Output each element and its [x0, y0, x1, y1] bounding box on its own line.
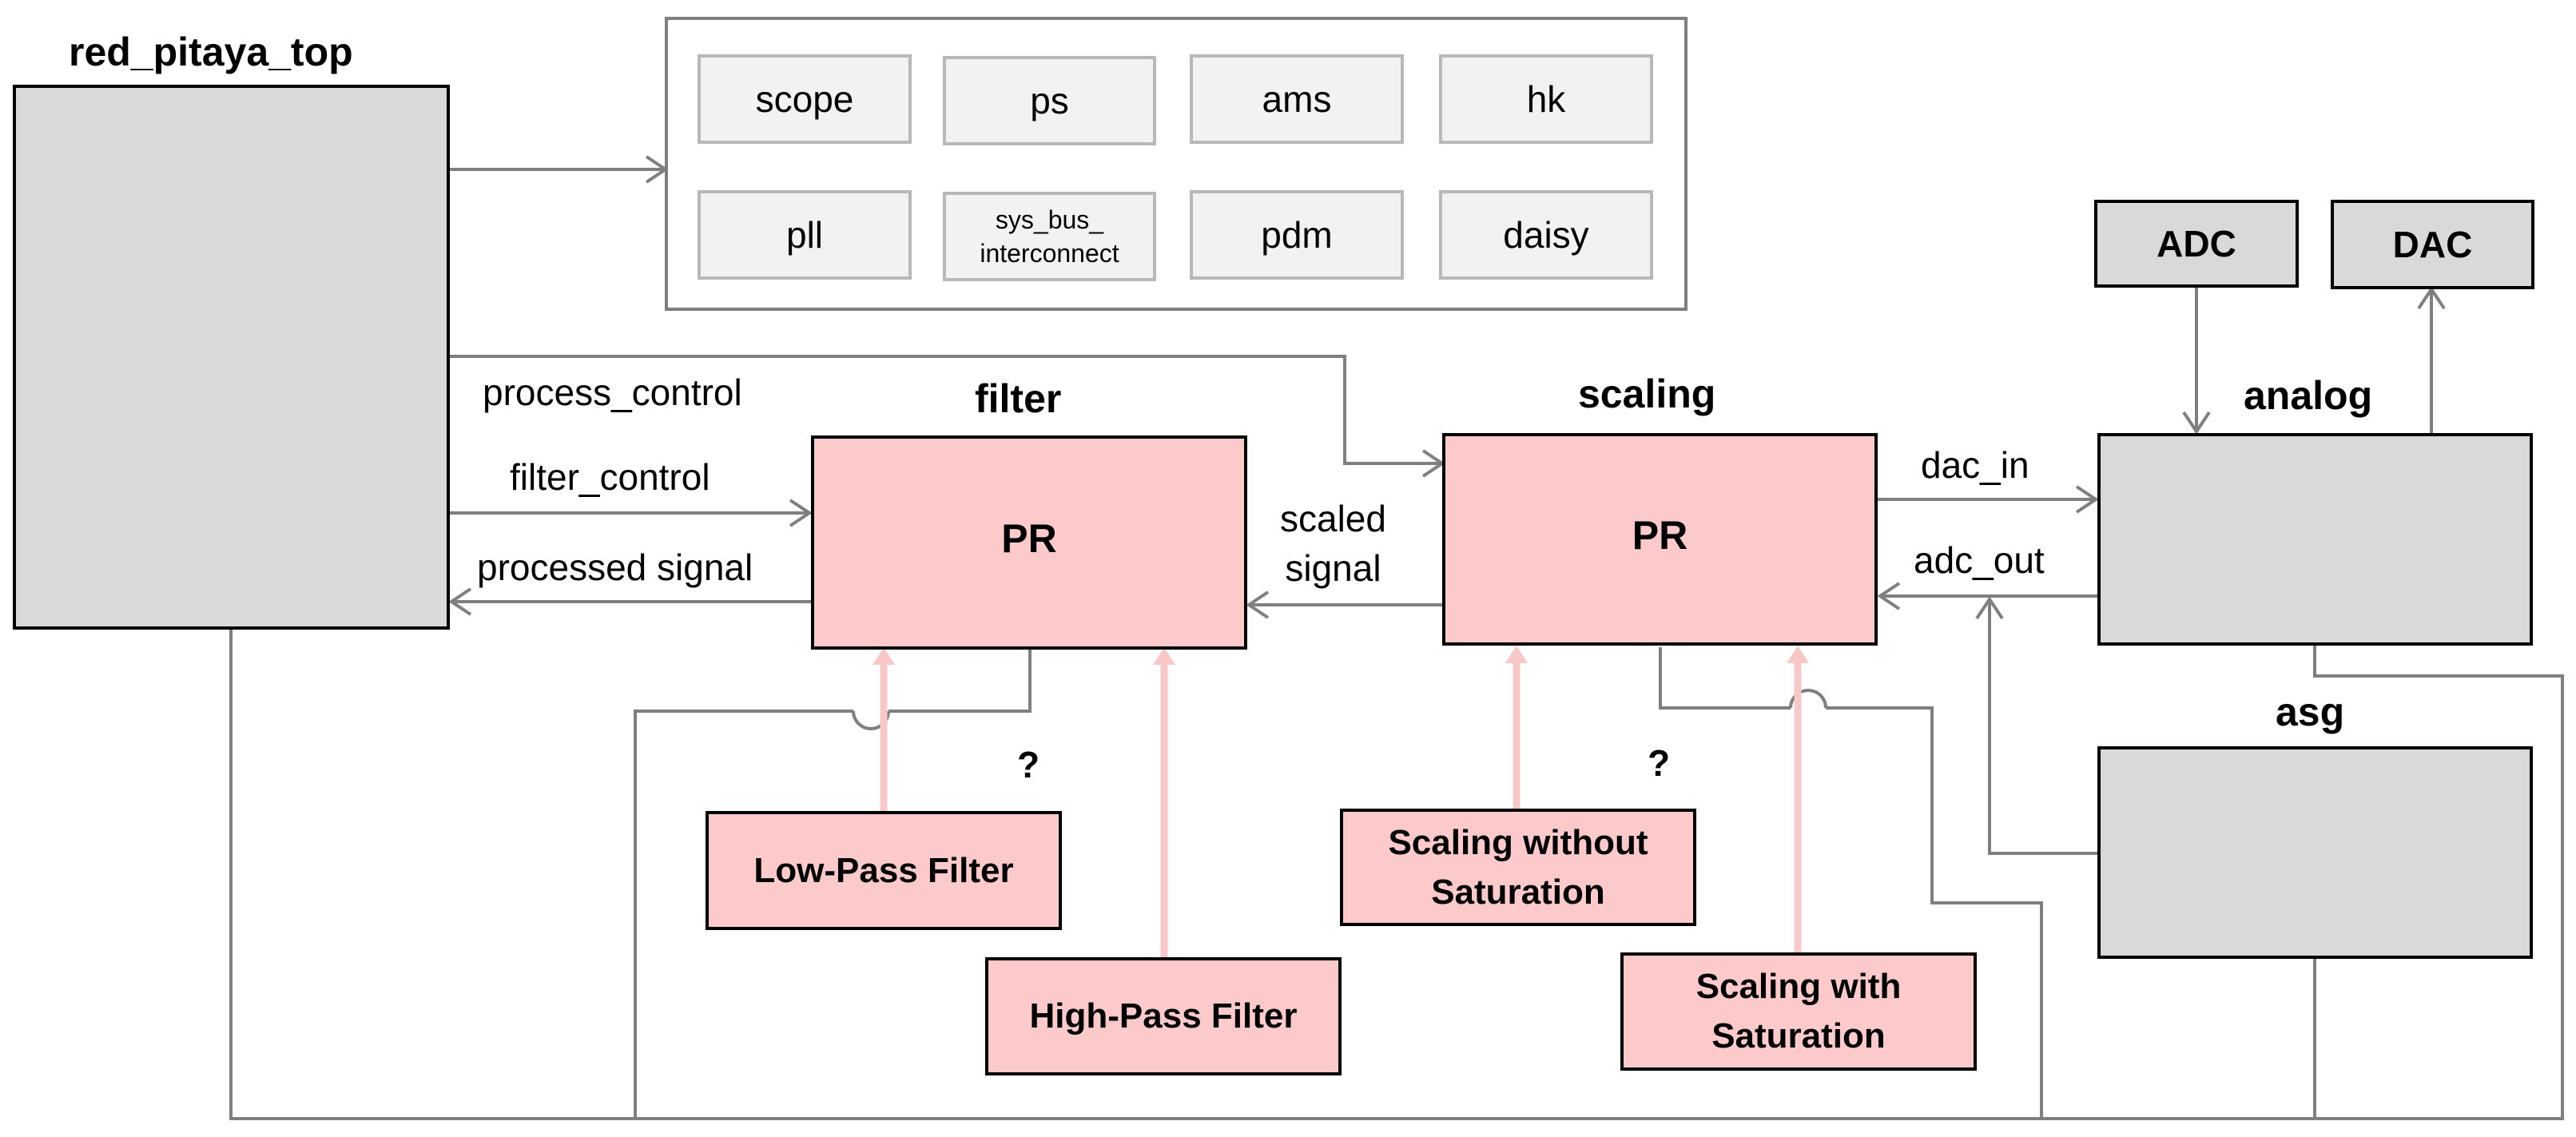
high-pass-filter-box[interactable]: High-Pass Filter [985, 957, 1342, 1075]
process-control-wire [450, 355, 1442, 465]
scaling-pr-label: PR [1632, 513, 1688, 558]
scaling-with-saturation-box[interactable]: Scaling with Saturation [1620, 952, 1977, 1071]
analog-title: analog [2244, 373, 2373, 418]
clock-scaling-hop [1789, 689, 1827, 709]
submodule-sys-bus-interconnect[interactable]: sys_bus_ interconnect [943, 192, 1156, 281]
filter-title: filter [975, 376, 1062, 421]
clock-filter-branch [634, 710, 853, 1119]
filter-control-label: filter_control [510, 456, 710, 498]
scaling-title: scaling [1578, 372, 1716, 416]
low-pass-filter-box[interactable]: Low-Pass Filter [706, 811, 1062, 930]
process-control-label: process_control [483, 372, 742, 413]
top-module-box[interactable] [13, 85, 450, 630]
top-module-title: red_pitaya_top [69, 30, 353, 74]
adc-box[interactable]: ADC [2094, 200, 2299, 288]
asg-module-box[interactable] [2097, 746, 2533, 959]
submodule-daisy[interactable]: daisy [1439, 190, 1653, 280]
scaling-without-saturation-box[interactable]: Scaling without Saturation [1340, 809, 1696, 926]
submodule-scope[interactable]: scope [698, 54, 912, 144]
clock-bus-left [229, 625, 2564, 1120]
processed-signal-label: processed signal [477, 547, 753, 588]
submodule-hk[interactable]: hk [1439, 54, 1653, 144]
clock-scaling-to-pr [1659, 647, 1791, 710]
submodule-ams[interactable]: ams [1190, 54, 1404, 144]
adc-out-label: adc_out [1914, 539, 2045, 581]
analog-module-box[interactable] [2097, 433, 2533, 646]
dac-box[interactable]: DAC [2331, 200, 2534, 289]
filter-question-mark: ? [1017, 744, 1040, 785]
scaling-question-mark: ? [1648, 742, 1671, 784]
scaled-signal-label: scaled signal [1280, 498, 1386, 589]
clock-filter-to-pr [888, 649, 1032, 713]
asg-to-adc-wire [1988, 599, 2097, 855]
submodule-ps[interactable]: ps [943, 56, 1156, 145]
dac-in-label: dac_in [1921, 444, 2029, 486]
submodule-pdm[interactable]: pdm [1190, 190, 1404, 280]
scaling-module-box[interactable]: PR [1442, 433, 1878, 646]
asg-title: asg [2276, 690, 2345, 734]
filter-pr-label: PR [1001, 516, 1057, 561]
submodule-pll[interactable]: pll [698, 190, 912, 280]
filter-module-box[interactable]: PR [811, 435, 1247, 650]
clock-scaling-branch [1826, 706, 2043, 1119]
